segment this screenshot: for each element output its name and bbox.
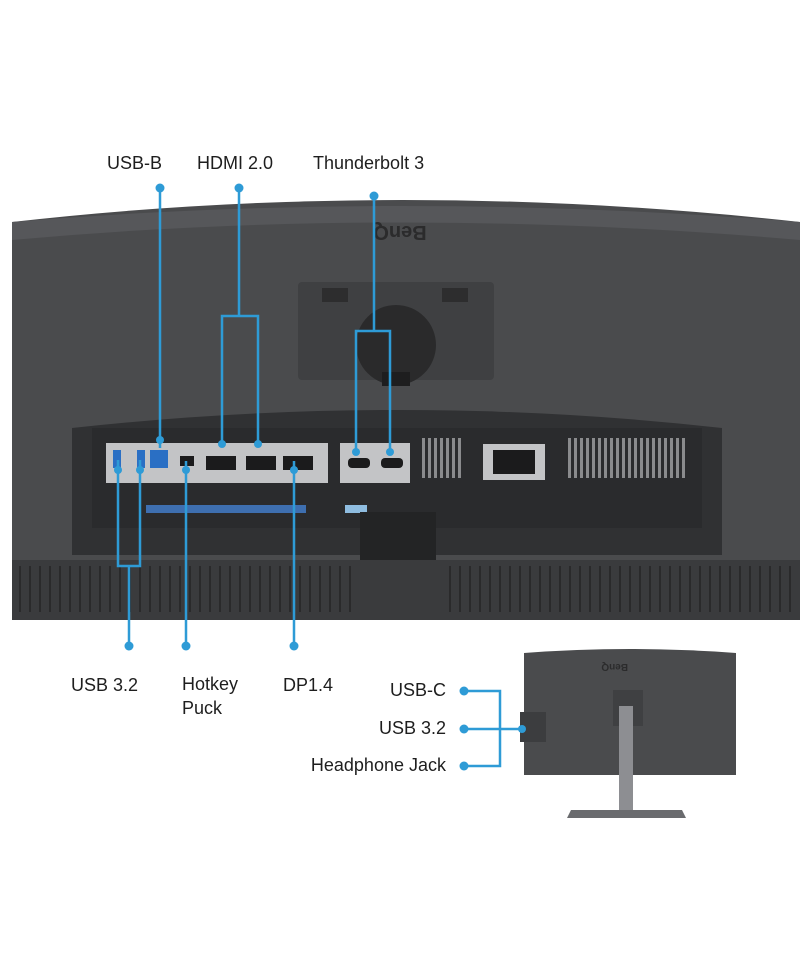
thunderbolt-port [348,458,370,468]
label-usb32-bottom: USB 3.2 [71,675,139,695]
label-usb-b: USB-B [107,153,163,173]
label-hotkey-puck: Hotkey Puck [182,674,239,718]
label-dp: DP1.4 [283,675,334,695]
stand-hole [356,305,436,385]
label-usb32-side: USB 3.2 [378,718,446,738]
usb-a-port [113,450,121,468]
vent-grille [422,438,685,478]
thunderbolt-port [381,458,403,468]
callout-dots [114,183,526,771]
displayport-port [283,456,313,470]
label-thunderbolt: Thunderbolt 3 [313,153,425,173]
callout-lines [116,188,520,768]
bottom-vent [12,560,800,620]
benq-logo: BenQ [373,221,426,243]
benq-logo-small: BenQ [601,661,628,672]
usb-a-port [137,450,145,468]
label-headphone-jack: Headphone Jack [310,755,446,775]
stand-pole [619,706,633,810]
hdmi-port [206,456,236,470]
usb-b-port [150,450,168,468]
hdmi-port [246,456,276,470]
label-usb-c-side: USB-C [389,680,446,700]
label-hdmi: HDMI 2.0 [197,153,274,173]
stand-neck [360,512,436,562]
monitor-side-thumbnail: BenQ [520,649,736,818]
stand-base [567,810,686,818]
